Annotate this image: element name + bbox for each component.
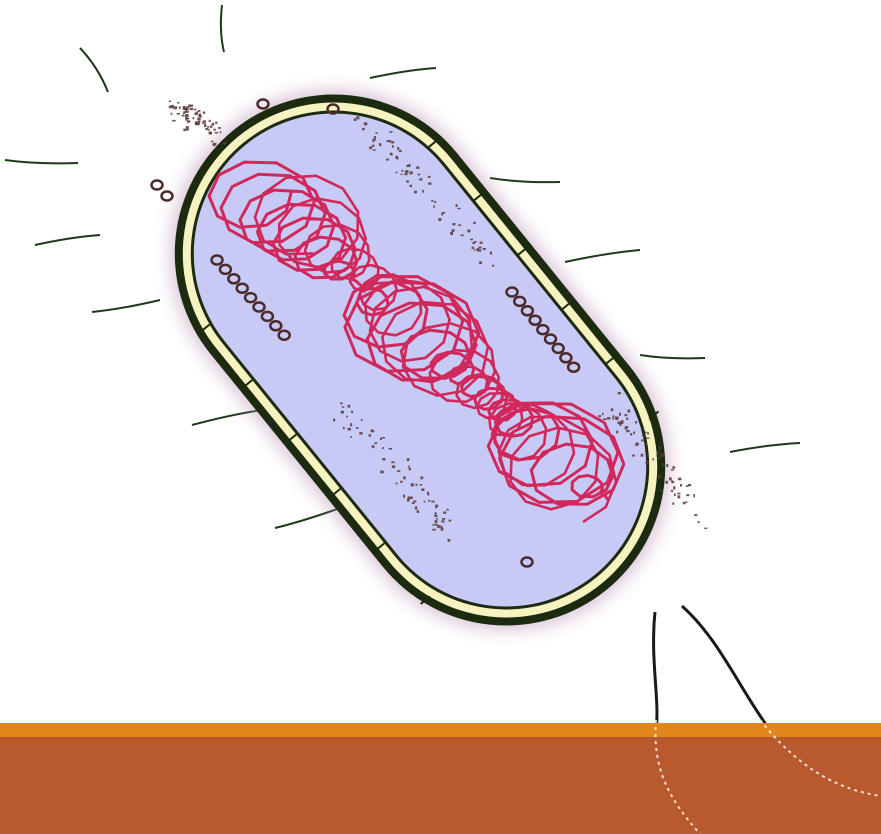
footer-accent-stripe: [0, 723, 881, 737]
footer-bar: [0, 723, 881, 834]
pilus: [92, 300, 160, 312]
pilus: [640, 355, 705, 358]
pilus: [80, 48, 108, 92]
ribosome: [152, 181, 163, 190]
pilus: [565, 250, 640, 262]
pilus: [490, 178, 560, 182]
pilus: [221, 5, 224, 52]
footer-band: [0, 737, 881, 834]
pilus: [192, 410, 262, 425]
pilus: [275, 508, 340, 528]
pilus: [35, 235, 100, 245]
ribosome: [162, 192, 173, 201]
pilus: [5, 160, 78, 163]
pilus: [370, 68, 436, 78]
pilus: [730, 443, 800, 452]
